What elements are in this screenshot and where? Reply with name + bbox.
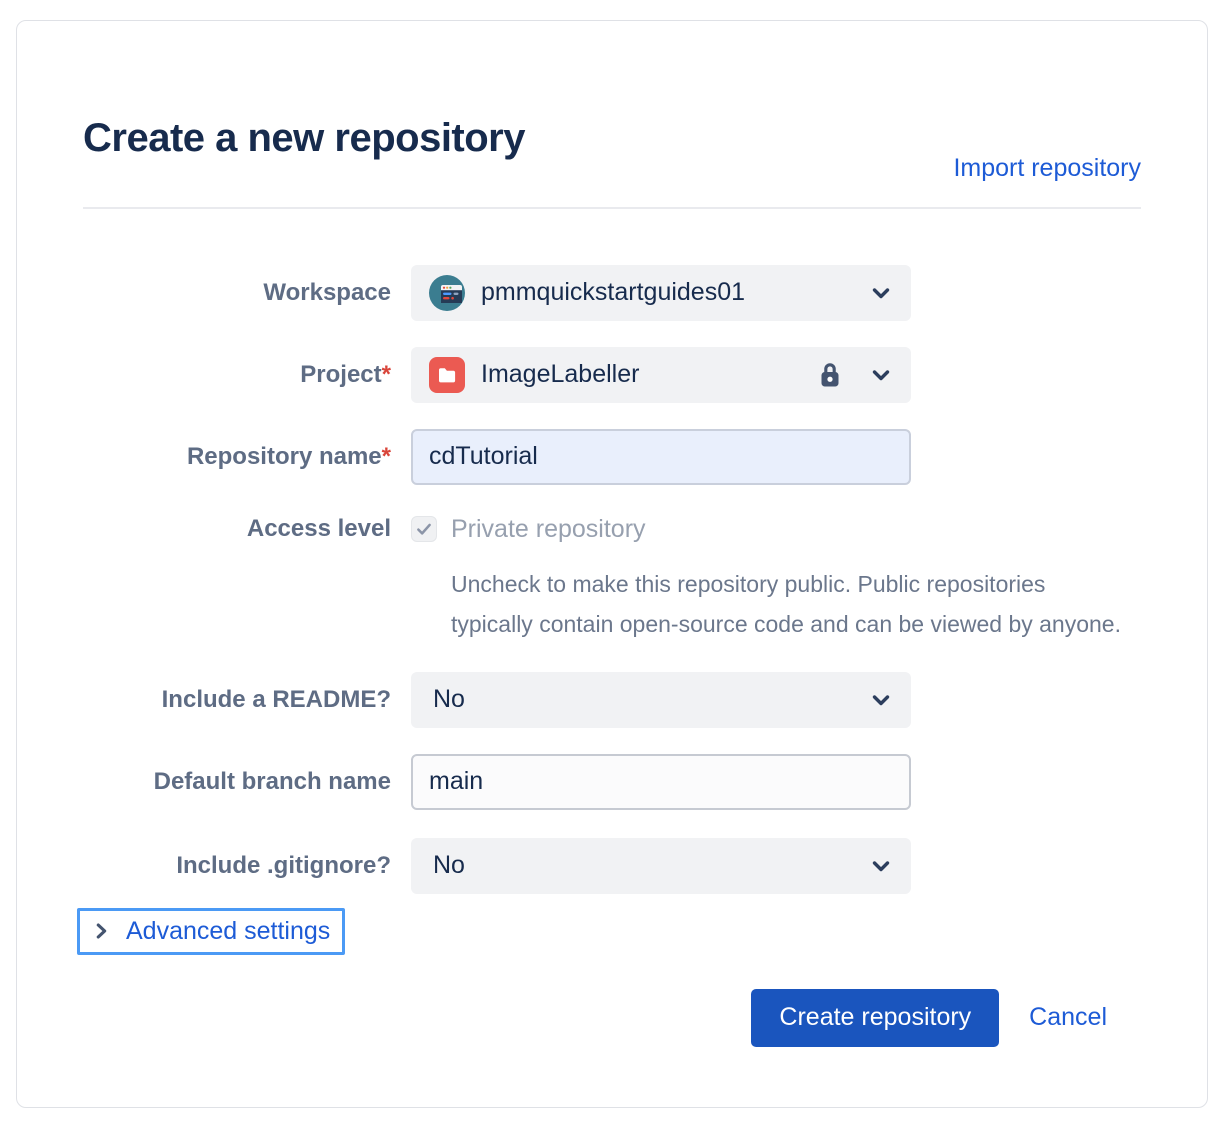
repository-name-row: Repository name* — [83, 428, 1141, 485]
chevron-down-icon — [869, 281, 893, 305]
repository-name-input[interactable] — [411, 428, 911, 485]
readme-row: Include a README? No — [83, 671, 1141, 728]
gitignore-value: No — [433, 851, 465, 880]
project-avatar — [429, 356, 465, 393]
chevron-right-icon — [90, 920, 112, 942]
access-level-section: Access level Private repository Uncheck … — [83, 515, 1141, 644]
required-asterisk: * — [381, 442, 391, 470]
gitignore-select[interactable]: No — [411, 837, 911, 894]
readme-value: No — [433, 685, 465, 714]
chevron-down-icon — [869, 854, 893, 878]
chevron-down-icon — [869, 688, 893, 712]
dialog-footer: Create repository Cancel — [83, 988, 1141, 1047]
chevron-down-icon — [869, 363, 893, 387]
project-label: Project — [300, 360, 382, 388]
readme-label: Include a README? — [161, 685, 391, 713]
create-repository-form: Workspace — [77, 264, 1141, 1047]
required-asterisk: * — [381, 360, 391, 388]
readme-select[interactable]: No — [411, 671, 911, 728]
project-select[interactable]: ImageLabeller — [411, 346, 911, 403]
gitignore-label: Include .gitignore? — [176, 851, 391, 879]
cancel-button[interactable]: Cancel — [1029, 1003, 1107, 1032]
repository-name-label: Repository name — [186, 442, 382, 470]
create-repository-button[interactable]: Create repository — [751, 988, 1000, 1047]
default-branch-label: Default branch name — [153, 767, 391, 795]
workspace-value: pmmquickstartguides01 — [481, 278, 746, 307]
dialog-header: Create a new repository Import repositor… — [83, 89, 1141, 187]
workspace-avatar — [429, 274, 465, 311]
create-repository-dialog: Create a new repository Import repositor… — [16, 20, 1208, 1108]
page-title: Create a new repository — [83, 115, 526, 160]
workspace-label: Workspace — [263, 278, 391, 306]
header-divider — [83, 206, 1141, 209]
private-repository-checkbox[interactable] — [411, 516, 437, 543]
default-branch-input[interactable] — [411, 753, 911, 810]
gitignore-row: Include .gitignore? No — [83, 837, 1141, 894]
project-value: ImageLabeller — [481, 360, 640, 389]
access-level-help-text: Uncheck to make this repository public. … — [451, 570, 1121, 637]
advanced-settings-label: Advanced settings — [126, 916, 331, 945]
access-level-label: Access level — [246, 515, 391, 543]
import-repository-link[interactable]: Import repository — [953, 153, 1141, 182]
checkmark-icon — [415, 520, 433, 538]
workspace-select[interactable]: pmmquickstartguides01 — [411, 264, 911, 321]
workspace-row: Workspace — [83, 264, 1141, 321]
project-row: Project* ImageLabeller — [83, 346, 1141, 403]
private-repository-label: Private repository — [451, 514, 646, 543]
default-branch-row: Default branch name — [83, 753, 1141, 810]
advanced-settings-toggle[interactable]: Advanced settings — [77, 907, 346, 955]
lock-icon — [815, 360, 845, 390]
